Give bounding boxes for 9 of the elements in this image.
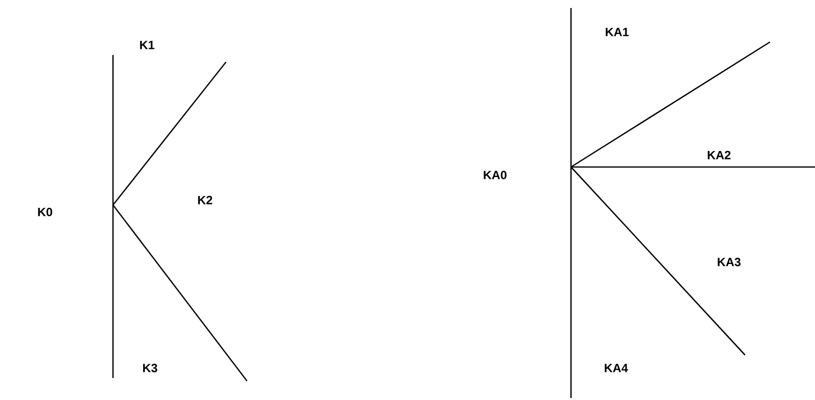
region-label: KA3	[718, 258, 741, 266]
region-label: K2	[198, 196, 212, 204]
region-label: KA0	[484, 170, 506, 180]
region-label: KA1	[606, 28, 629, 36]
region-label: KA2	[708, 150, 731, 160]
region-label: KA4	[604, 364, 628, 372]
region-label: K3	[143, 364, 158, 372]
region-label: K1	[140, 40, 154, 50]
region-label: K0	[38, 208, 52, 216]
